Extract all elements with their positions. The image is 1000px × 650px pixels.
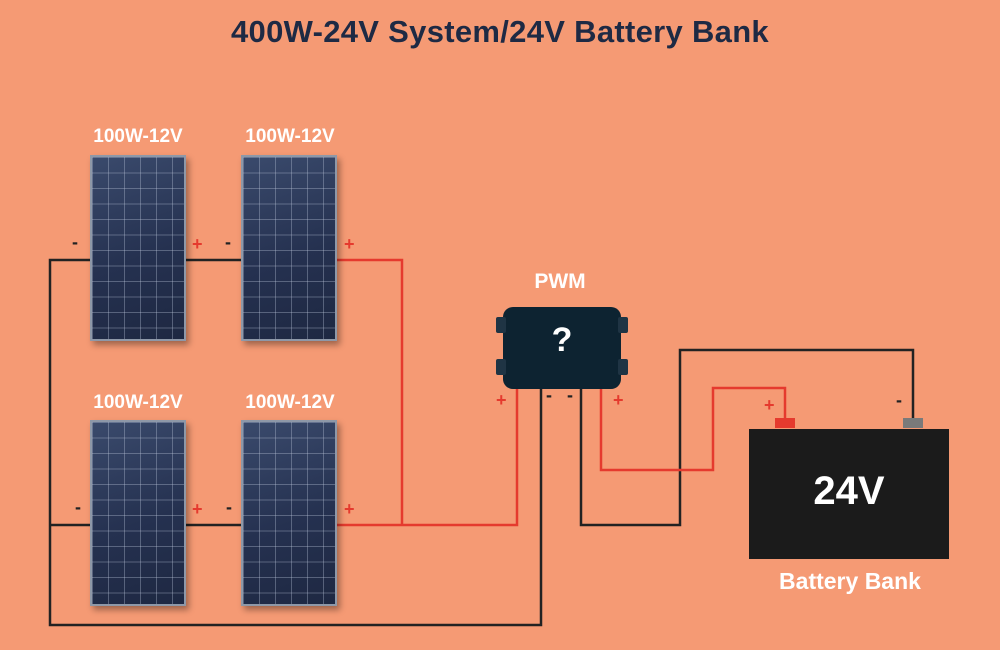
controller-pv-positive: +: [496, 390, 507, 410]
solar-panel-bottom-right: [241, 420, 337, 606]
battery-label: Battery Bank: [779, 568, 921, 594]
controller-mount-tab: [618, 359, 628, 375]
panel-bottom-right-negative: -: [226, 497, 232, 517]
controller-battery-positive: +: [613, 390, 624, 410]
controller-mount-tab: [618, 317, 628, 333]
battery-positive-wire: [599, 386, 787, 472]
unknown-controller-mark: ?: [551, 321, 573, 359]
panel-label-top-right: 100W-12V: [245, 126, 335, 147]
solar-panel-top-left: [90, 155, 186, 341]
panel-top-left-positive: +: [192, 234, 203, 254]
solar-panel-bottom-left: [90, 420, 186, 606]
controller-battery-negative: -: [567, 385, 573, 405]
left-negative-bus: [48, 258, 543, 627]
panel-top-left-negative: -: [72, 232, 78, 252]
top-positive-wire: [336, 258, 404, 525]
pv-positive-wire: [336, 388, 519, 527]
controller-label: PWM: [534, 270, 586, 293]
panel-bottom-left-negative: -: [75, 497, 81, 517]
controller-mount-tab: [496, 359, 506, 375]
charge-controller: ?: [496, 307, 628, 389]
positive-wires: [336, 258, 787, 527]
battery-bank: 24V: [749, 429, 949, 559]
solar-panel-top-right: [241, 155, 337, 341]
battery-negative-wire: [579, 348, 915, 527]
controller-pv-negative: -: [546, 385, 552, 405]
diagram-title: 400W-24V System/24V Battery Bank: [231, 14, 769, 49]
battery-positive-sign: +: [764, 395, 775, 415]
battery-negative-sign: -: [896, 390, 902, 410]
battery-voltage: 24V: [813, 469, 885, 513]
negative-wires: [48, 258, 915, 627]
panel-label-top-left: 100W-12V: [93, 126, 183, 147]
panel-top-right-negative: -: [225, 232, 231, 252]
panel-label-bottom-left: 100W-12V: [93, 392, 183, 413]
battery-negative-terminal: [903, 418, 923, 428]
controller-mount-tab: [496, 317, 506, 333]
panel-label-bottom-right: 100W-12V: [245, 392, 335, 413]
panel-top-right-positive: +: [344, 234, 355, 254]
panel-bottom-right-positive: +: [344, 499, 355, 519]
panel-bottom-left-positive: +: [192, 499, 203, 519]
battery-positive-terminal: [775, 418, 795, 428]
